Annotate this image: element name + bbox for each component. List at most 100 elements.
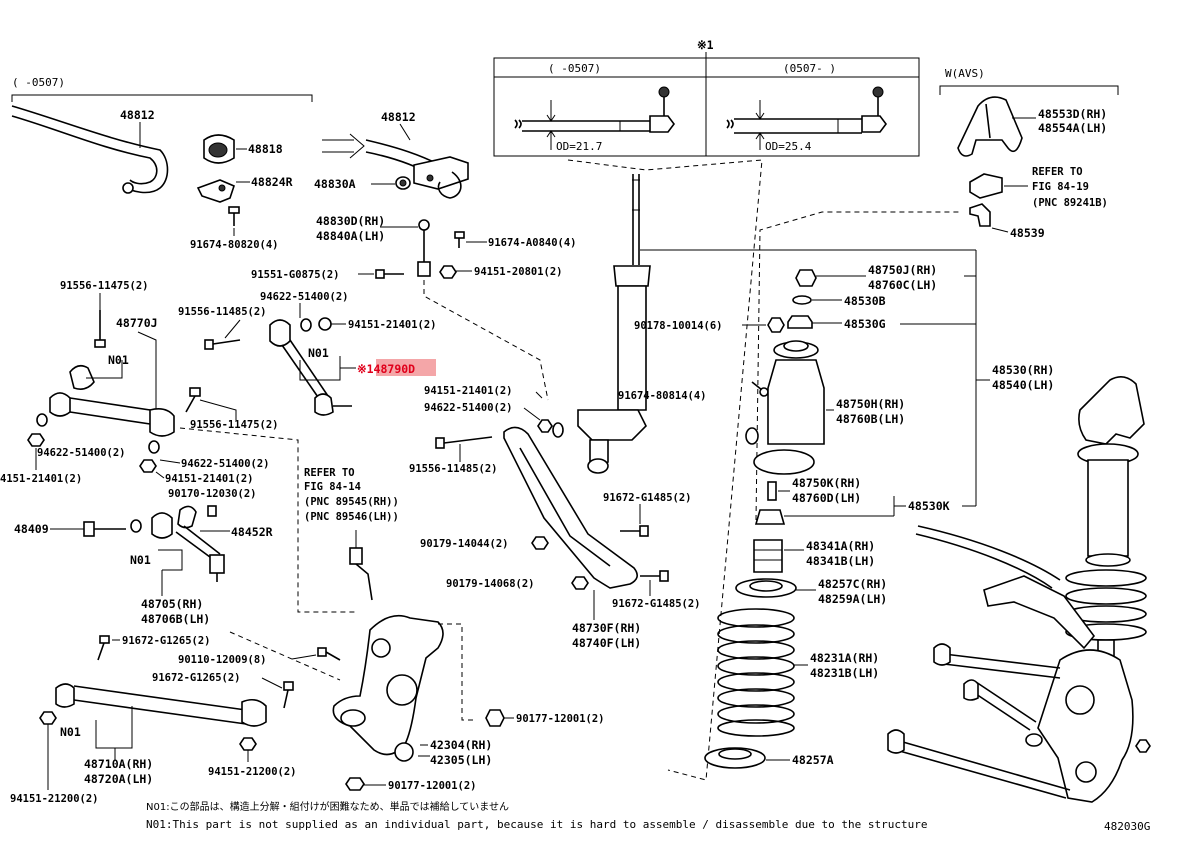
bumper-48750K bbox=[767, 481, 777, 501]
cover-48553D bbox=[957, 96, 1023, 157]
washer-bushing-94151a bbox=[300, 317, 332, 332]
washer-48530B bbox=[792, 295, 812, 305]
label-48231B: 48231B(LH) bbox=[810, 666, 879, 680]
label-94622-51400c: 94622-51400(2) bbox=[181, 458, 270, 470]
label-48341B: 48341B(LH) bbox=[806, 554, 875, 568]
bolt-91672-G1485a bbox=[620, 525, 649, 537]
label-94151-21401c: 94151-21401(2) bbox=[424, 385, 513, 397]
arm-48770J bbox=[49, 364, 175, 437]
refer2-line4: (PNC 89546(LH)) bbox=[304, 511, 399, 523]
link-48830D bbox=[417, 219, 431, 277]
label-91674-80820: 91674-80820(4) bbox=[190, 239, 279, 251]
nut-90179-14068 bbox=[571, 576, 589, 590]
nut-90179-14044 bbox=[531, 536, 549, 550]
label-42305: 42305(LH) bbox=[430, 753, 492, 767]
label-90177-12001a: 90177-12001(2) bbox=[516, 713, 605, 725]
highlight-148790D bbox=[376, 359, 436, 376]
washers-left bbox=[27, 413, 160, 473]
label-94151-21200b: 94151-21200(2) bbox=[208, 766, 297, 778]
nut-90178 bbox=[767, 317, 785, 333]
label-48706B: 48706B(LH) bbox=[141, 612, 210, 626]
insulator-48257A bbox=[704, 747, 766, 769]
bushing-48830A bbox=[395, 176, 411, 190]
label-48705: 48705(RH) bbox=[141, 597, 203, 611]
label-48553D: 48553D(RH) bbox=[1038, 107, 1107, 121]
refer1-line2: FIG 84-19 bbox=[1032, 181, 1089, 193]
label-94151-21401b: 94151-21401(2) bbox=[165, 473, 254, 485]
label-48760B: 48760B(LH) bbox=[836, 412, 905, 426]
label-n01a: N01 bbox=[308, 346, 329, 360]
nut-94151-20801 bbox=[439, 265, 457, 279]
label-n01d: N01 bbox=[60, 725, 81, 739]
bolt-90170 bbox=[207, 505, 217, 517]
label-91556-11485b: 91556-11485(2) bbox=[409, 463, 498, 475]
label-48830D: 48830D(RH) bbox=[316, 214, 385, 228]
bumper-48341A bbox=[753, 539, 783, 573]
label-48770J: 48770J bbox=[116, 316, 158, 330]
label-148790D[interactable]: ※148790D bbox=[357, 362, 415, 376]
bolt-91672-G1265a bbox=[97, 635, 110, 661]
label-90110-12009: 90110-12009(8) bbox=[178, 654, 267, 666]
label-48840A: 48840A(LH) bbox=[316, 229, 385, 243]
label-n01c: N01 bbox=[130, 553, 151, 567]
label-48750K: 48750K(RH) bbox=[792, 476, 861, 490]
bolt-91674-A0840 bbox=[454, 231, 465, 248]
bracket-48824R bbox=[196, 179, 235, 203]
bolt-91556-11485b bbox=[435, 436, 493, 449]
refer2-line1: REFER TO bbox=[304, 467, 355, 479]
label-91556-11475a: 91556-11475(2) bbox=[60, 280, 149, 292]
nut-91551 bbox=[375, 269, 404, 279]
label-48812b: 48812 bbox=[381, 110, 416, 124]
label-48452R: 48452R bbox=[231, 525, 273, 539]
star1-mark: ※1 bbox=[697, 38, 714, 52]
label-48231A: 48231A(RH) bbox=[810, 651, 879, 665]
shock-absorber bbox=[577, 174, 651, 474]
arm-48705 bbox=[151, 505, 225, 582]
label-91551: 91551-G0875(2) bbox=[251, 269, 340, 281]
label-91672-G1265a: 91672-G1265(2) bbox=[122, 635, 211, 647]
inset-range-left: ( -0507) bbox=[548, 62, 601, 75]
bolt-91674-80814 bbox=[751, 381, 769, 397]
bolt-91556-11485a bbox=[204, 339, 241, 350]
bolt-48409 bbox=[83, 519, 142, 537]
label-90179-14068: 90179-14068(2) bbox=[446, 578, 535, 590]
label-n01b: N01 bbox=[108, 353, 129, 367]
label-48409: 48409 bbox=[14, 522, 49, 536]
label-4151-21401: 4151-21401(2) bbox=[0, 473, 82, 485]
arm-148790D bbox=[269, 319, 352, 416]
bolt-91672-G1265b bbox=[283, 681, 294, 709]
label-90170-12030: 90170-12030(2) bbox=[168, 488, 257, 500]
label-94622-51400a: 94622-51400(2) bbox=[260, 291, 349, 303]
label-91672-G1265b: 91672-G1265(2) bbox=[152, 672, 241, 684]
inset-range-right: (0507- ) bbox=[783, 62, 836, 75]
label-91674-A0840: 91674-A0840(4) bbox=[488, 237, 577, 249]
range-wavs: W(AVS) bbox=[945, 67, 985, 80]
insulator-48257C bbox=[735, 578, 797, 598]
refer1-line1: REFER TO bbox=[1032, 166, 1083, 178]
nut-90177a bbox=[485, 709, 505, 727]
label-48720A: 48720A(LH) bbox=[84, 772, 153, 786]
tie-rod-thick bbox=[726, 86, 887, 150]
label-91556-11485a: 91556-11485(2) bbox=[178, 306, 267, 318]
label-91672-G1485b: 91672-G1485(2) bbox=[612, 598, 701, 610]
label-48740F: 48740F(LH) bbox=[572, 636, 641, 650]
bracket-48539 bbox=[969, 203, 991, 227]
label-48530B: 48530B bbox=[844, 294, 886, 308]
od-right: OD=25.4 bbox=[765, 140, 812, 153]
label-48710A: 48710A(RH) bbox=[84, 757, 153, 771]
label-91556-11475b: 91556-11475(2) bbox=[190, 419, 279, 431]
label-48554A: 48554A(LH) bbox=[1038, 121, 1107, 135]
diagram-id: 482030G bbox=[1104, 820, 1150, 833]
knuckle-42304 bbox=[332, 614, 444, 762]
label-48540LH: 48540(LH) bbox=[992, 378, 1054, 392]
label-90177-12001b: 90177-12001(2) bbox=[388, 780, 477, 792]
bolt-91672-G1485b bbox=[640, 570, 669, 582]
range-top-left: ( -0507) bbox=[12, 76, 65, 89]
bushing-48530G bbox=[787, 315, 813, 329]
label-90178-10014: 90178-10014(6) bbox=[634, 320, 723, 332]
washers-center bbox=[537, 419, 564, 438]
tie-rod-thin bbox=[514, 86, 675, 150]
label-48760D: 48760D(LH) bbox=[792, 491, 861, 505]
label-48530G: 48530G bbox=[844, 317, 886, 331]
label-91674-80814: 91674-80814(4) bbox=[618, 390, 707, 402]
